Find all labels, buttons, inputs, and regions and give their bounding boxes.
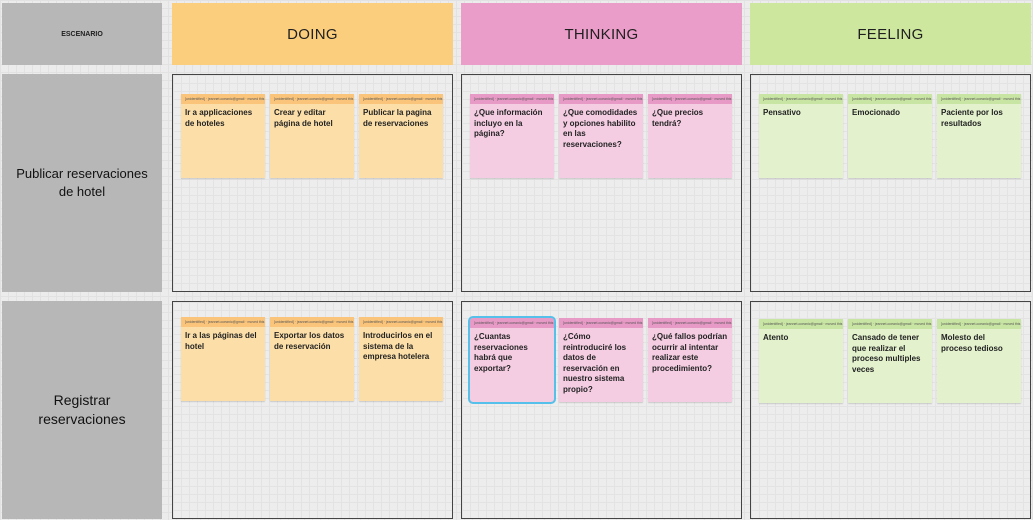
- row-label-registrar-text: Registrar reservaciones: [38, 392, 126, 427]
- row-label-publicar-text: Publicar reservaciones de hotel: [16, 166, 148, 199]
- sticky-meta: [unidentified] · jeannet.oceanic@gmail ·…: [559, 94, 643, 104]
- sticky-meta: [unidentified] · jeannet.oceanic@gmail ·…: [848, 94, 932, 104]
- header-feeling-label: FEELING: [857, 25, 924, 43]
- sticky-note[interactable]: [unidentified] · jeannet.oceanic@gmail ·…: [270, 94, 354, 178]
- sticky-meta: [unidentified] · jeannet.oceanic@gmail ·…: [759, 94, 843, 104]
- sticky-note[interactable]: [unidentified] · jeannet.oceanic@gmail ·…: [848, 94, 932, 178]
- sticky-meta: [unidentified] · jeannet.oceanic@gmail ·…: [470, 318, 554, 328]
- sticky-text: ¿Cuantas reservaciones habrá que exporta…: [474, 332, 528, 373]
- sticky-text: Emocionado: [852, 108, 901, 117]
- sticky-text: Introducirlos en el sistema de la empres…: [363, 331, 433, 361]
- sticky-text: ¿Que comodidades y opciones habilito en …: [563, 108, 638, 149]
- sticky-text: ¿Qué fallos podrían ocurrir al intentar …: [652, 332, 728, 373]
- sticky-text: Exportar los datos de reservación: [274, 331, 345, 351]
- sticky-text: Ir a applicaciones de hoteles: [185, 108, 253, 128]
- sticky-meta: [unidentified] · jeannet.oceanic@gmail ·…: [648, 318, 732, 328]
- header-thinking-label: THINKING: [564, 25, 639, 43]
- sticky-note[interactable]: [unidentified] · jeannet.oceanic@gmail ·…: [848, 319, 932, 403]
- header-thinking[interactable]: THINKING: [461, 3, 742, 65]
- sticky-text: ¿Cómo reintroduciré los datos de reserva…: [563, 332, 627, 394]
- sticky-meta: [unidentified] · jeannet.oceanic@gmail ·…: [359, 317, 443, 327]
- header-feeling[interactable]: FEELING: [750, 3, 1031, 65]
- sticky-text: Crear y editar página de hotel: [274, 108, 333, 128]
- sticky-text: Molesto del proceso tedioso: [941, 333, 1003, 353]
- sticky-meta: [unidentified] · jeannet.oceanic@gmail ·…: [759, 319, 843, 329]
- row-label-publicar[interactable]: Publicar reservaciones de hotel: [2, 74, 162, 292]
- sticky-meta: [unidentified] · jeannet.oceanic@gmail ·…: [937, 94, 1021, 104]
- sticky-note[interactable]: [unidentified] · jeannet.oceanic@gmail ·…: [937, 319, 1021, 403]
- header-escenario[interactable]: ESCENARIO: [2, 3, 162, 65]
- sticky-note[interactable]: [unidentified] · jeannet.oceanic@gmail ·…: [648, 318, 732, 402]
- sticky-text: Cansado de tener que realizar el proceso…: [852, 333, 921, 374]
- sticky-note-selected[interactable]: [unidentified] · jeannet.oceanic@gmail ·…: [468, 316, 556, 404]
- sticky-note[interactable]: [unidentified] · jeannet.oceanic@gmail ·…: [559, 94, 643, 178]
- sticky-note[interactable]: [unidentified] · jeannet.oceanic@gmail ·…: [359, 94, 443, 178]
- sticky-note[interactable]: [unidentified] · jeannet.oceanic@gmail ·…: [181, 317, 265, 401]
- sticky-meta: [unidentified] · jeannet.oceanic@gmail ·…: [359, 94, 443, 104]
- sticky-text: Publicar la pagina de reservaciones: [363, 108, 432, 128]
- sticky-text: Atento: [763, 333, 789, 342]
- header-doing-label: DOING: [287, 25, 338, 43]
- header-doing[interactable]: DOING: [172, 3, 453, 65]
- sticky-note[interactable]: [unidentified] · jeannet.oceanic@gmail ·…: [937, 94, 1021, 178]
- row-label-registrar[interactable]: Registrar reservaciones: [2, 301, 162, 519]
- sticky-meta: [unidentified] · jeannet.oceanic@gmail ·…: [848, 319, 932, 329]
- sticky-meta: [unidentified] · jeannet.oceanic@gmail ·…: [181, 317, 265, 327]
- sticky-note[interactable]: [unidentified] · jeannet.oceanic@gmail ·…: [759, 94, 843, 178]
- sticky-meta: [unidentified] · jeannet.oceanic@gmail ·…: [559, 318, 643, 328]
- sticky-text: Pensativo: [763, 108, 801, 117]
- sticky-note[interactable]: [unidentified] · jeannet.oceanic@gmail ·…: [559, 318, 643, 402]
- sticky-text: Paciente por los resultados: [941, 108, 1003, 128]
- sticky-note[interactable]: [unidentified] · jeannet.oceanic@gmail ·…: [359, 317, 443, 401]
- sticky-note[interactable]: [unidentified] · jeannet.oceanic@gmail ·…: [648, 94, 732, 178]
- sticky-meta: [unidentified] · jeannet.oceanic@gmail ·…: [181, 94, 265, 104]
- sticky-meta: [unidentified] · jeannet.oceanic@gmail ·…: [470, 94, 554, 104]
- sticky-text: ¿Que precios tendrá?: [652, 108, 704, 128]
- sticky-note[interactable]: [unidentified] · jeannet.oceanic@gmail ·…: [270, 317, 354, 401]
- sticky-text: ¿Que información incluyo en la página?: [474, 108, 543, 138]
- sticky-meta: [unidentified] · jeannet.oceanic@gmail ·…: [937, 319, 1021, 329]
- header-escenario-label: ESCENARIO: [61, 30, 103, 38]
- sticky-meta: [unidentified] · jeannet.oceanic@gmail ·…: [648, 94, 732, 104]
- sticky-note[interactable]: [unidentified] · jeannet.oceanic@gmail ·…: [759, 319, 843, 403]
- sticky-meta: [unidentified] · jeannet.oceanic@gmail ·…: [270, 317, 354, 327]
- sticky-note[interactable]: [unidentified] · jeannet.oceanic@gmail ·…: [181, 94, 265, 178]
- sticky-text: Ir a las páginas del hotel: [185, 331, 257, 351]
- sticky-note[interactable]: [unidentified] · jeannet.oceanic@gmail ·…: [470, 94, 554, 178]
- sticky-meta: [unidentified] · jeannet.oceanic@gmail ·…: [270, 94, 354, 104]
